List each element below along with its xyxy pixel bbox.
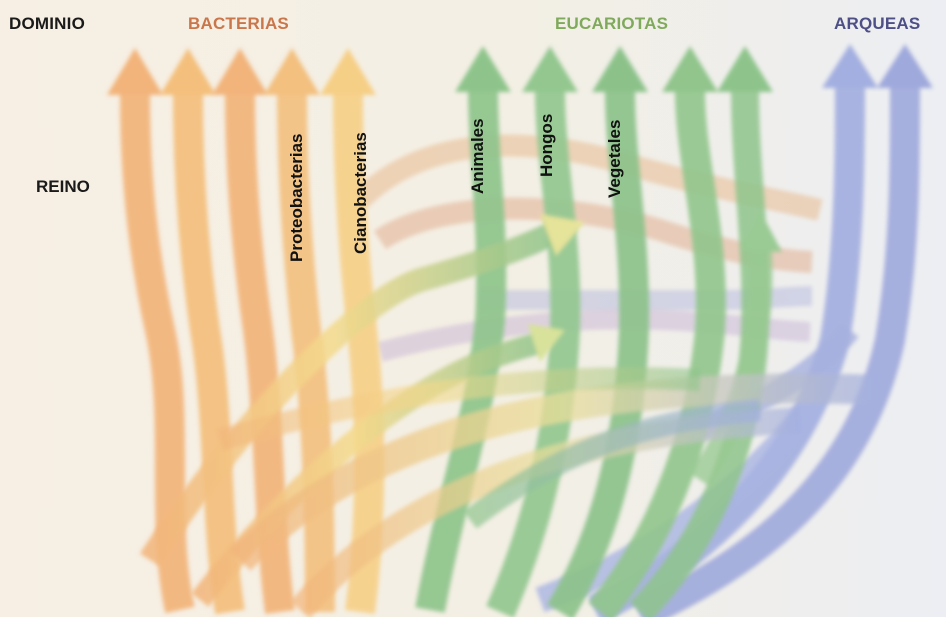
kingdom-label-hongos: Hongos <box>538 114 555 177</box>
kingdom-label-animales: Animales <box>469 118 486 194</box>
kingdom-row-label: REINO <box>36 178 90 195</box>
domain-label-bacterias: BACTERIAS <box>188 15 289 32</box>
domain-label-arqueas: ARQUEAS <box>834 15 920 32</box>
domain-label-eucariotas: EUCARIOTAS <box>555 15 668 32</box>
kingdom-label-cianobacterias: Cianobacterias <box>352 132 369 254</box>
domain-row-label: DOMINIO <box>9 15 85 32</box>
kingdom-label-proteobacterias: Proteobacterias <box>288 134 305 263</box>
kingdom-label-vegetales: Vegetales <box>606 120 623 198</box>
